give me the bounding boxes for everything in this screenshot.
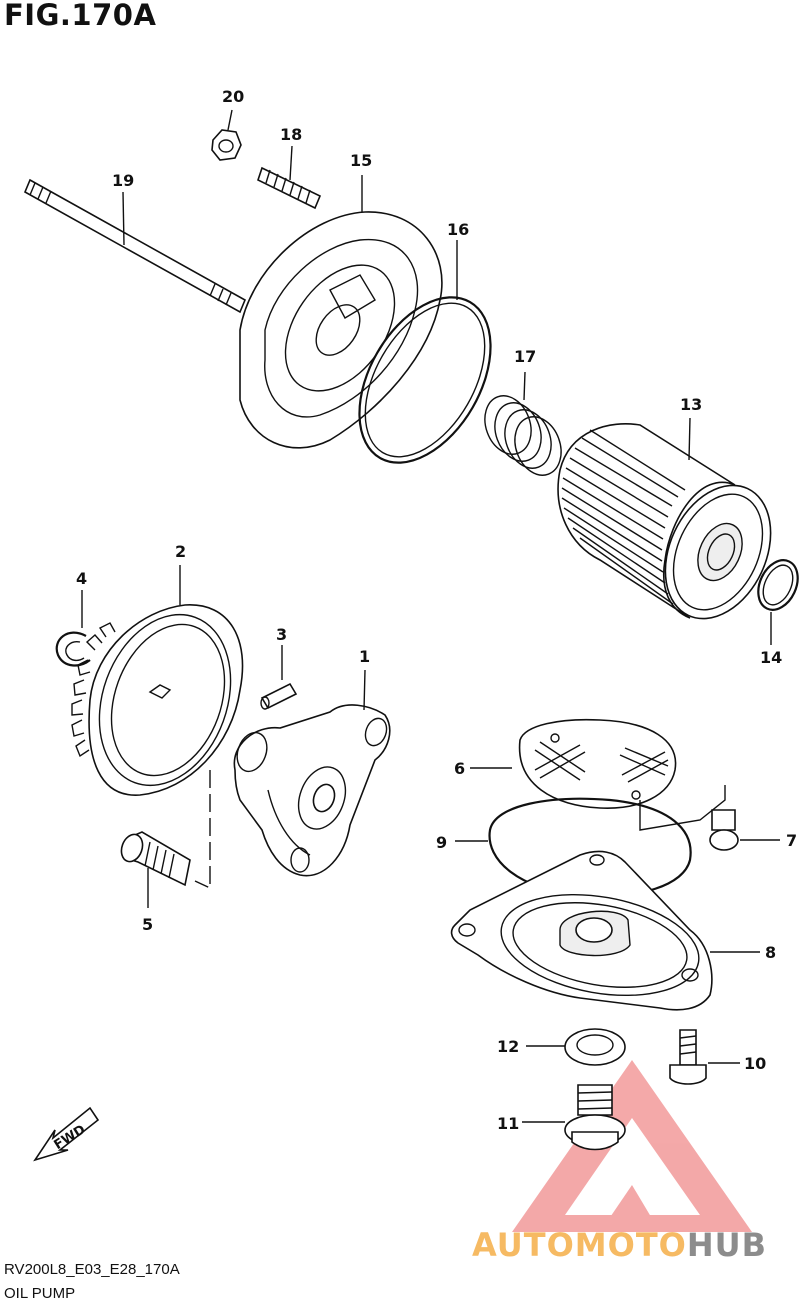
long-bolt-part-19 xyxy=(23,178,247,314)
oil-pump-cover-part-8 xyxy=(450,850,760,1011)
gear-part-2 xyxy=(71,565,244,796)
bolt-part-10 xyxy=(669,1029,740,1085)
strainer-screen-part-6 xyxy=(470,718,677,809)
callout-10: 10 xyxy=(744,1054,766,1073)
callout-11: 11 xyxy=(497,1114,519,1133)
callout-13: 13 xyxy=(680,395,702,414)
callout-20: 20 xyxy=(222,87,244,106)
watermark-logo xyxy=(512,1060,752,1232)
callout-7: 7 xyxy=(786,831,797,850)
watermark-brand-a: AUTOMOTO xyxy=(472,1226,687,1264)
watermark-text: AUTOMOTOHUB xyxy=(472,1226,767,1264)
bolt-part-5 xyxy=(120,770,211,908)
watermark-brand-b: HUB xyxy=(686,1226,768,1264)
o-ring-part-16 xyxy=(358,240,492,464)
nut-part-20 xyxy=(211,109,242,161)
diagram-code: RV200L8_E03_E28_170A xyxy=(4,1261,180,1278)
oil-filter-part-13 xyxy=(557,417,772,620)
callout-1: 1 xyxy=(359,647,370,666)
callout-8: 8 xyxy=(765,943,776,962)
dowel-pin-part-3 xyxy=(260,645,298,710)
callout-6: 6 xyxy=(454,759,465,778)
filter-cover-part-15 xyxy=(239,175,443,449)
figure-title: FIG.170A xyxy=(4,0,157,32)
o-ring-part-14 xyxy=(757,559,799,645)
callout-5: 5 xyxy=(142,915,153,934)
circlip-part-4 xyxy=(55,590,91,667)
callout-15: 15 xyxy=(350,151,372,170)
callout-3: 3 xyxy=(276,625,287,644)
screw-part-7 xyxy=(639,785,780,851)
callout-19: 19 xyxy=(112,171,134,190)
callout-12: 12 xyxy=(497,1037,519,1056)
drain-plug-part-11 xyxy=(522,1084,626,1151)
diagram-name: OIL PUMP xyxy=(4,1285,76,1302)
callout-17: 17 xyxy=(514,347,536,366)
callout-18: 18 xyxy=(280,125,302,144)
spring-part-17 xyxy=(484,371,562,476)
callout-16: 16 xyxy=(447,220,469,239)
stud-part-18 xyxy=(257,145,322,210)
callout-4: 4 xyxy=(76,569,87,588)
callout-2: 2 xyxy=(175,542,186,561)
washer-part-12 xyxy=(526,1028,626,1066)
callout-9: 9 xyxy=(436,833,447,852)
oil-pump-body-part-1 xyxy=(233,669,391,877)
callout-14: 14 xyxy=(760,648,782,667)
fwd-arrow-icon: FWD xyxy=(33,1106,100,1162)
